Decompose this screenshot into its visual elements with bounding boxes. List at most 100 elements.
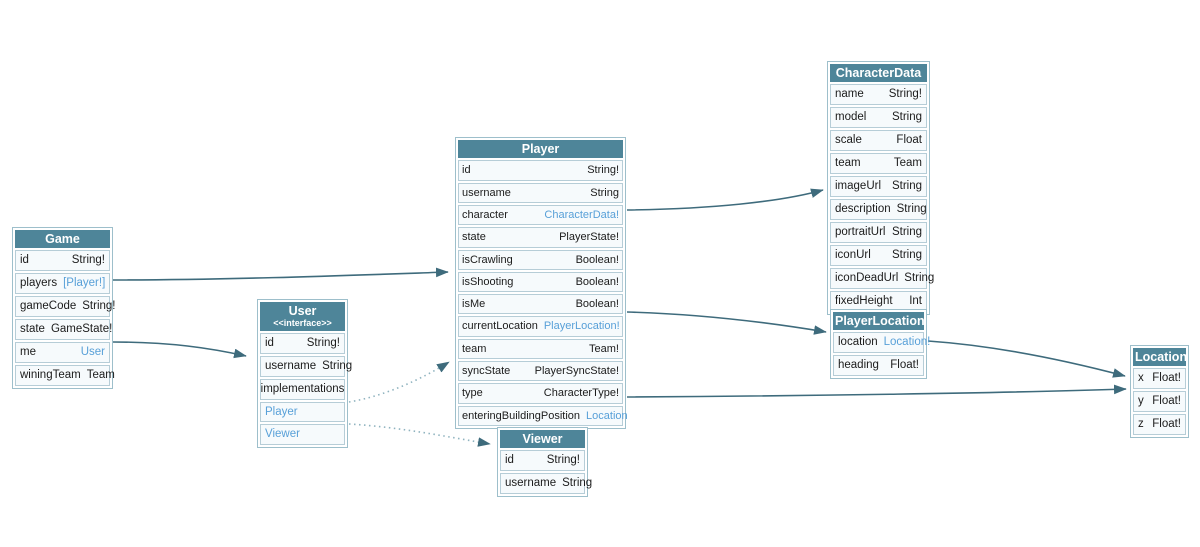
type-node-title[interactable]: Viewer: [500, 430, 585, 449]
field-name: heading: [838, 359, 879, 372]
type-node-title[interactable]: Location: [1133, 348, 1188, 367]
type-title-text: PlayerLocation: [835, 314, 925, 328]
field-name: team: [835, 157, 861, 170]
field-type: String: [904, 271, 935, 284]
field-name: iconUrl: [835, 248, 871, 261]
edge-game-me-user: [112, 341, 247, 359]
type-node-title[interactable]: Game: [15, 230, 110, 249]
field-type-link[interactable]: PlayerLocation!: [543, 320, 620, 333]
field-type: PlayerState!: [559, 231, 619, 244]
field-name: username: [462, 186, 511, 199]
field-name: winingTeam: [20, 369, 81, 382]
field-name: syncState: [462, 365, 511, 378]
field-row[interactable]: heading Float!: [833, 355, 924, 377]
field-row[interactable]: character CharacterData!: [458, 204, 623, 226]
type-node-title[interactable]: User <<interface>>: [260, 302, 345, 331]
field-type: Team!: [589, 342, 619, 355]
field-name: id: [20, 254, 29, 267]
field-type: Float!: [1152, 395, 1181, 408]
field-row[interactable]: username String: [458, 182, 623, 203]
field-type-link[interactable]: Location: [586, 409, 628, 422]
implementations-label: implementations: [260, 382, 345, 395]
field-name: description: [835, 203, 891, 216]
field-type: String!: [71, 254, 105, 267]
field-type: String: [590, 186, 619, 199]
field-row[interactable]: id String!: [15, 250, 110, 272]
field-row[interactable]: players[Player!]: [15, 273, 110, 295]
field-type-link[interactable]: Location!: [883, 336, 931, 349]
field-type: Float!: [890, 359, 919, 372]
field-name: iconDeadUrl: [835, 271, 899, 284]
field-row[interactable]: state PlayerState!: [458, 227, 623, 248]
field-name: character: [462, 208, 508, 221]
type-node-title[interactable]: PlayerLocation: [833, 312, 925, 331]
field-type: String: [562, 477, 593, 490]
field-name: scale: [835, 134, 862, 147]
implementation-row[interactable]: Viewer: [260, 424, 345, 446]
field-type: CharacterType!: [543, 387, 619, 400]
edge-playerlocation-location-location: [927, 340, 1126, 378]
field-type-link[interactable]: CharacterData!: [544, 208, 619, 221]
field-name: z: [1138, 418, 1144, 431]
type-title-text: Player: [521, 142, 560, 156]
field-type: Int: [909, 294, 922, 307]
implementation-row[interactable]: Player: [260, 401, 345, 423]
field-type: String: [896, 203, 927, 216]
edge-user-impl-player: [348, 361, 450, 403]
field-row[interactable]: username String: [500, 473, 592, 495]
type-node-title[interactable]: Player: [458, 140, 623, 159]
field-type-link[interactable]: [Player!]: [63, 277, 106, 290]
field-name: id: [462, 164, 471, 177]
type-node-title[interactable]: CharacterData: [830, 64, 927, 83]
field-name: username: [505, 477, 557, 490]
field-row[interactable]: description String: [830, 199, 927, 220]
field-type-link[interactable]: User: [80, 346, 105, 359]
field-row[interactable]: iconDeadUrl String: [830, 267, 934, 289]
type-node-game[interactable]: Game id String! players[Player!] gameCode…: [12, 227, 116, 389]
implementations-header-row: implementations: [260, 378, 345, 400]
type-title-text: Viewer: [522, 432, 563, 446]
type-title-text: Location: [1135, 350, 1188, 364]
field-name: username: [265, 359, 317, 372]
field-type: Boolean!: [575, 275, 619, 288]
implementation-type-link[interactable]: Viewer: [265, 428, 300, 441]
field-name: state: [462, 231, 486, 244]
implementation-type-link[interactable]: Player: [265, 405, 298, 418]
field-type: String!: [546, 454, 580, 467]
